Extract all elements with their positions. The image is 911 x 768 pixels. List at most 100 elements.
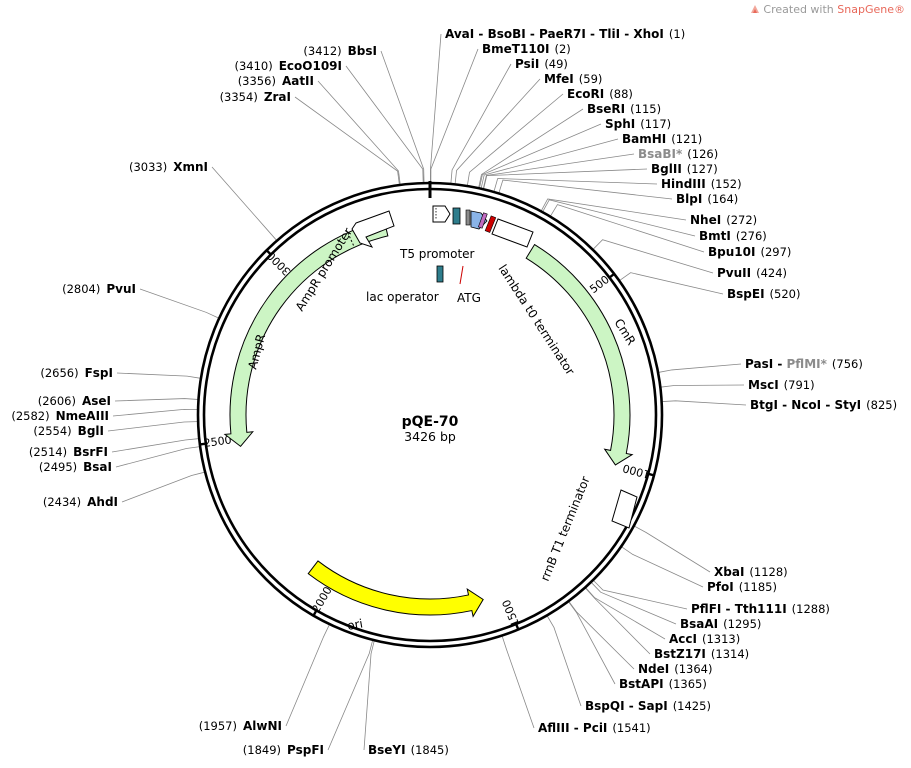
site-bstz17i[interactable]: BstZ17I(1314) [654,647,749,661]
site-bseri[interactable]: BseRI(115) [587,102,661,116]
site-leader-blpi [498,179,673,200]
site-bsai[interactable]: (2495)BsaI [39,460,112,474]
site-leader-mfei [454,78,541,184]
site-nhei[interactable]: NheI(272) [690,213,757,227]
site-bamhi[interactable]: BamHI(121) [622,132,702,146]
site-pvuii[interactable]: PvuII(424) [717,266,787,280]
site-position: (2582) [11,409,49,423]
site-hindiii[interactable]: HindIII(152) [661,177,742,191]
site-name: EcoRI [567,87,604,101]
site-position: (49) [544,57,568,71]
site-ahdi[interactable]: (2434)AhdI [43,495,118,509]
site-name: XmnI [173,160,208,174]
site-bstapi[interactable]: BstAPI(1365) [619,677,707,691]
site-bspei[interactable]: BspEI(520) [727,287,800,301]
site-asei[interactable]: (2606)AseI [38,394,111,408]
site-leader-pspfi [327,640,373,751]
site-ecoo109i[interactable]: (3410)EcoO109I [234,59,342,73]
site-pspfi[interactable]: (1849) PspFI [243,743,324,757]
site-leader-bseri [478,108,584,188]
site-bgli[interactable]: (2554)BglI [33,424,104,438]
site-pvui[interactable]: (2804)PvuI [62,282,136,296]
site-position: (126) [687,147,718,161]
site-mfei[interactable]: MfeI(59) [544,72,602,86]
site-ecori[interactable]: EcoRI (88) [567,87,633,101]
site-leader-alwni [285,624,330,727]
site-bsrfi[interactable]: (2514)BsrFI [29,445,108,459]
site-position: (1295) [723,617,761,631]
site-name: PspFI [287,743,324,757]
site-name: BseRI [587,102,625,116]
site-bpu10i[interactable]: Bpu10I(297) [708,245,791,259]
site-name: BsrFI [73,445,108,459]
lambda-t0-terminator-box[interactable] [491,218,534,248]
site-position: (88) [609,87,633,101]
site-name: BlpI [676,192,702,206]
site-leader-pfoi [621,546,704,588]
site-sphi[interactable]: SphI(117) [605,117,671,131]
site-bsaai[interactable]: BsaAI(1295) [680,617,761,631]
site-leader-psii [450,63,512,183]
site-bbsi[interactable]: (3412)BbsI [303,44,377,58]
backbone-tick [265,248,273,257]
site-position: (1) [669,27,685,41]
cmr-arrow[interactable] [525,243,634,466]
site-name: BmtI [699,229,731,243]
site-blpi[interactable]: BlpI(164) [676,192,738,206]
site-position: (3354) [220,90,258,104]
site-bsabi[interactable]: BsaBI*(126) [638,147,718,161]
site-ndei[interactable]: NdeI(1364) [638,662,713,676]
site-psii[interactable]: PsiI(49) [515,57,568,71]
site-xbai[interactable]: XbaI(1128) [714,565,788,579]
site-leader-hindiii [493,178,658,192]
site-pasi-pflmi[interactable]: PasI - PflMI*(756) [745,357,863,371]
site-name: BspQI - SapI [585,699,668,713]
site-alwni[interactable]: (1957)AlwNI [199,719,282,733]
site-name: PvuII [717,266,751,280]
site-aatii[interactable]: (3356)AatII [238,74,314,88]
site-zrai[interactable]: (3354)ZraI [220,90,291,104]
site-leader-bmet110i [430,48,479,183]
site-xmni[interactable]: (3033)XmnI [129,160,208,174]
t5-promoter-arrow[interactable] [432,205,451,223]
site-leader-pvui [139,288,219,319]
stop-codon-box[interactable] [484,215,497,233]
backbone-ring [196,181,664,649]
rrnb-t1-terminator-box[interactable] [611,489,638,529]
backbone-tick [311,608,319,618]
site-name: AlwNI [243,719,282,733]
site-bmti[interactable]: BmtI(276) [699,229,767,243]
site-pfoi[interactable]: PfoI(1185) [707,580,777,594]
ori-arrow[interactable] [307,560,484,618]
ampr-promoter-arrow[interactable] [351,210,395,248]
site-leader-pflfi-tth111i [593,580,688,610]
site-leader-bspqi-sapi [547,616,582,707]
lac-operator-box[interactable] [452,207,461,225]
rbs-box[interactable] [465,209,471,226]
ampr-promoter-overlap-marker [347,232,355,248]
site-name: PfoI [707,580,734,594]
ampr-arrow[interactable] [223,219,389,448]
site-fspi[interactable]: (2656)FspI [40,366,113,380]
site-avai-bsobi-paer7i-tlii-xhoi[interactable]: AvaI - BsoBI - PaeR7I - TliI - XhoI(1) [445,27,685,41]
backbone-tick [198,442,207,446]
site-bmet110i[interactable]: BmeT110I(2) [482,42,571,56]
tick-label: 1000 [621,461,651,481]
site-afliii-pcii[interactable]: AflIII - PciI(1541) [538,721,651,735]
site-bseyi[interactable]: BseYI(1845) [368,743,449,757]
site-bspqi-sapi[interactable]: BspQI - SapI(1425) [585,699,711,713]
site-nmeaiii[interactable]: (2582)NmeAIII [11,409,109,423]
site-leader-ahdi [121,471,205,503]
site-position: (1541) [612,721,650,735]
site-pflfi-tth111i[interactable]: PflFI - Tth111I(1288) [691,602,830,616]
site-name: BglII [651,162,682,176]
site-labels: AvaI - BsoBI - PaeR7I - TliI - XhoI(1)Bm… [11,27,897,757]
site-position: (2804) [62,282,100,296]
mcs-box[interactable] [477,212,488,229]
site-btgi-ncoi-styi[interactable]: BtgI - NcoI - StyI(825) [750,398,897,412]
site-acci[interactable]: AccI(1313) [669,632,740,646]
site-position: (2495) [39,460,77,474]
site-bglii[interactable]: BglII(127) [651,162,718,176]
site-msci[interactable]: MscI(791) [748,378,815,392]
site-position: (1849) [243,743,281,757]
